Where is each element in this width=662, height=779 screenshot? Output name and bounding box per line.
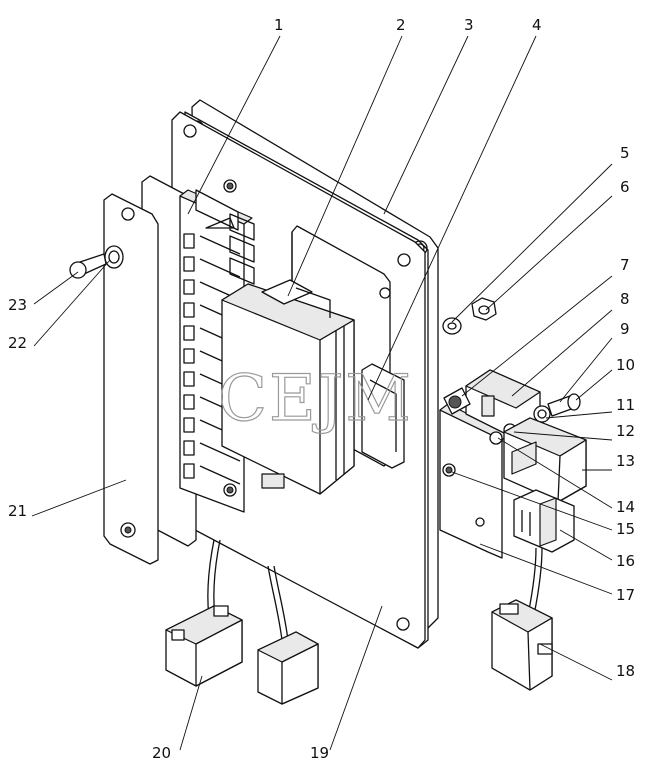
callout-12: 12 xyxy=(616,422,635,440)
callout-18: 18 xyxy=(616,662,635,680)
connector xyxy=(513,489,575,553)
callout-23: 23 xyxy=(8,296,27,314)
callout-15: 15 xyxy=(616,520,635,538)
callout-14: 14 xyxy=(616,498,635,516)
terminal-teeth xyxy=(183,233,195,479)
plug-housing xyxy=(503,417,587,503)
callout-2: 2 xyxy=(396,16,406,34)
callout-7: 7 xyxy=(620,256,630,274)
callout-22: 22 xyxy=(8,334,27,352)
callout-6: 6 xyxy=(620,178,630,196)
leader-lines xyxy=(31,35,613,751)
watermark-text: CEJM xyxy=(218,362,413,436)
callout-9: 9 xyxy=(620,320,630,338)
screw-and-washer xyxy=(69,245,124,279)
callout-4: 4 xyxy=(532,16,542,34)
callout-3: 3 xyxy=(464,16,474,34)
relay xyxy=(221,279,355,495)
callout-11: 11 xyxy=(616,396,635,414)
callout-17: 17 xyxy=(616,586,635,604)
switch-assembly xyxy=(443,369,541,439)
callout-20: 20 xyxy=(152,744,171,762)
callout-10: 10 xyxy=(616,356,635,374)
connector-20 xyxy=(165,605,243,687)
callout-5: 5 xyxy=(620,144,630,162)
callout-1: 1 xyxy=(274,16,284,34)
callout-numbers: 1 2 3 4 5 6 7 8 9 10 11 12 13 14 15 16 1… xyxy=(8,16,635,762)
connector-18 xyxy=(491,599,553,691)
callout-19: 19 xyxy=(310,744,329,762)
washer-and-nut xyxy=(442,297,497,335)
small-screws xyxy=(489,393,581,445)
callout-16: 16 xyxy=(616,552,635,570)
callout-21: 21 xyxy=(8,502,27,520)
connector-plug xyxy=(257,631,319,705)
callout-8: 8 xyxy=(620,290,630,308)
callout-13: 13 xyxy=(616,452,635,470)
cover-plate xyxy=(103,193,159,565)
